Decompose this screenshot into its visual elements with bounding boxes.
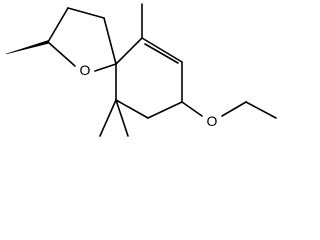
bond-spiro-c6 bbox=[115, 37, 143, 65]
bond-c4-spiro bbox=[103, 17, 117, 65]
bond-o-c2 bbox=[47, 41, 76, 67]
bond-c9-c10 bbox=[115, 99, 149, 119]
ether-oxygen-label: O bbox=[207, 113, 218, 129]
bond-oxygen-ch2 bbox=[221, 101, 247, 117]
bond-c7-c7-double bbox=[144, 43, 179, 64]
bond-c8-oxygen bbox=[181, 101, 203, 117]
bond-c6-c7 bbox=[141, 37, 183, 63]
wedge-bond-methyl bbox=[5, 40, 49, 55]
bond-gem-methyl-left bbox=[99, 99, 117, 137]
bond-ch2-ch3 bbox=[245, 101, 277, 119]
cyclohexene-ring bbox=[115, 37, 183, 119]
tetrahydrofuran-ring bbox=[47, 7, 117, 72]
ring-oxygen-label: O bbox=[80, 62, 91, 78]
bond-gem-methyl-right bbox=[115, 99, 129, 137]
bond-c8-c9 bbox=[147, 101, 183, 119]
bond-c3-c4 bbox=[67, 7, 105, 19]
molecule-structure: O O bbox=[5, 3, 277, 137]
bond-spiro-o bbox=[94, 63, 117, 72]
bond-c2-c3 bbox=[47, 7, 69, 43]
